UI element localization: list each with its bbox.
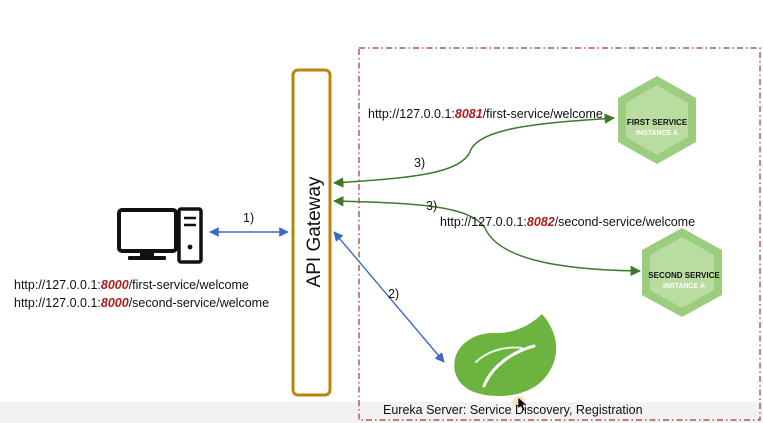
second-service-node: SECOND SERVICE INSTANCE A	[642, 228, 722, 317]
first-service-node: FIRST SERVICE INSTANCE A	[618, 76, 696, 164]
first-service-title: FIRST SERVICE	[627, 118, 688, 127]
api-gateway-box	[291, 68, 332, 397]
first-service-url-port: 8081	[455, 107, 483, 121]
step-3-second-label: 3)	[426, 199, 437, 213]
client-url-second: http://127.0.0.1:8000/second-service/wel…	[14, 296, 269, 310]
mouse-cursor-icon	[513, 396, 528, 412]
client-url-first-prefix: http://127.0.0.1:	[14, 278, 101, 292]
second-service-hexagon-inner	[650, 237, 714, 308]
client-url-second-suffix: /second-service/welcome	[129, 296, 269, 310]
client-url-first-suffix: /first-service/welcome	[129, 278, 249, 292]
route-second-service-arrow	[332, 195, 642, 277]
client-url-first-port: 8000	[101, 278, 129, 292]
first-service-hexagon-inner	[626, 85, 688, 155]
second-service-title: SECOND SERVICE	[648, 271, 720, 280]
first-service-url: http://127.0.0.1:8081/first-service/welc…	[368, 107, 603, 121]
second-service-instance: INSTANCE A	[663, 283, 705, 290]
first-service-instance: INSTANCE A	[636, 130, 678, 137]
second-service-url-port: 8082	[527, 215, 555, 229]
service-boundary	[358, 47, 761, 421]
second-service-url-suffix: /second-service/welcome	[555, 215, 695, 229]
first-service-url-suffix: /first-service/welcome	[483, 107, 603, 121]
spring-leaf-icon	[454, 314, 557, 396]
top-bar	[0, 0, 763, 48]
client-url-second-port: 8000	[101, 296, 129, 310]
step-1-label: 1)	[243, 211, 254, 225]
api-gateway-label: API Gateway	[304, 176, 325, 287]
step-2-label: 2)	[388, 287, 399, 301]
step-3-first-label: 3)	[414, 156, 425, 170]
first-service-url-prefix: http://127.0.0.1:	[368, 107, 455, 121]
second-service-url-prefix: http://127.0.0.1:	[440, 215, 527, 229]
bottom-band	[0, 402, 763, 423]
second-service-url: http://127.0.0.1:8082/second-service/wel…	[440, 215, 695, 229]
client-url-second-prefix: http://127.0.0.1:	[14, 296, 101, 310]
client-url-first: http://127.0.0.1:8000/first-service/welc…	[14, 278, 249, 292]
desktop-computer-icon	[117, 207, 203, 264]
route-first-service-arrow	[332, 113, 616, 188]
eureka-label: Eureka Server: Service Discovery, Regist…	[383, 403, 643, 417]
